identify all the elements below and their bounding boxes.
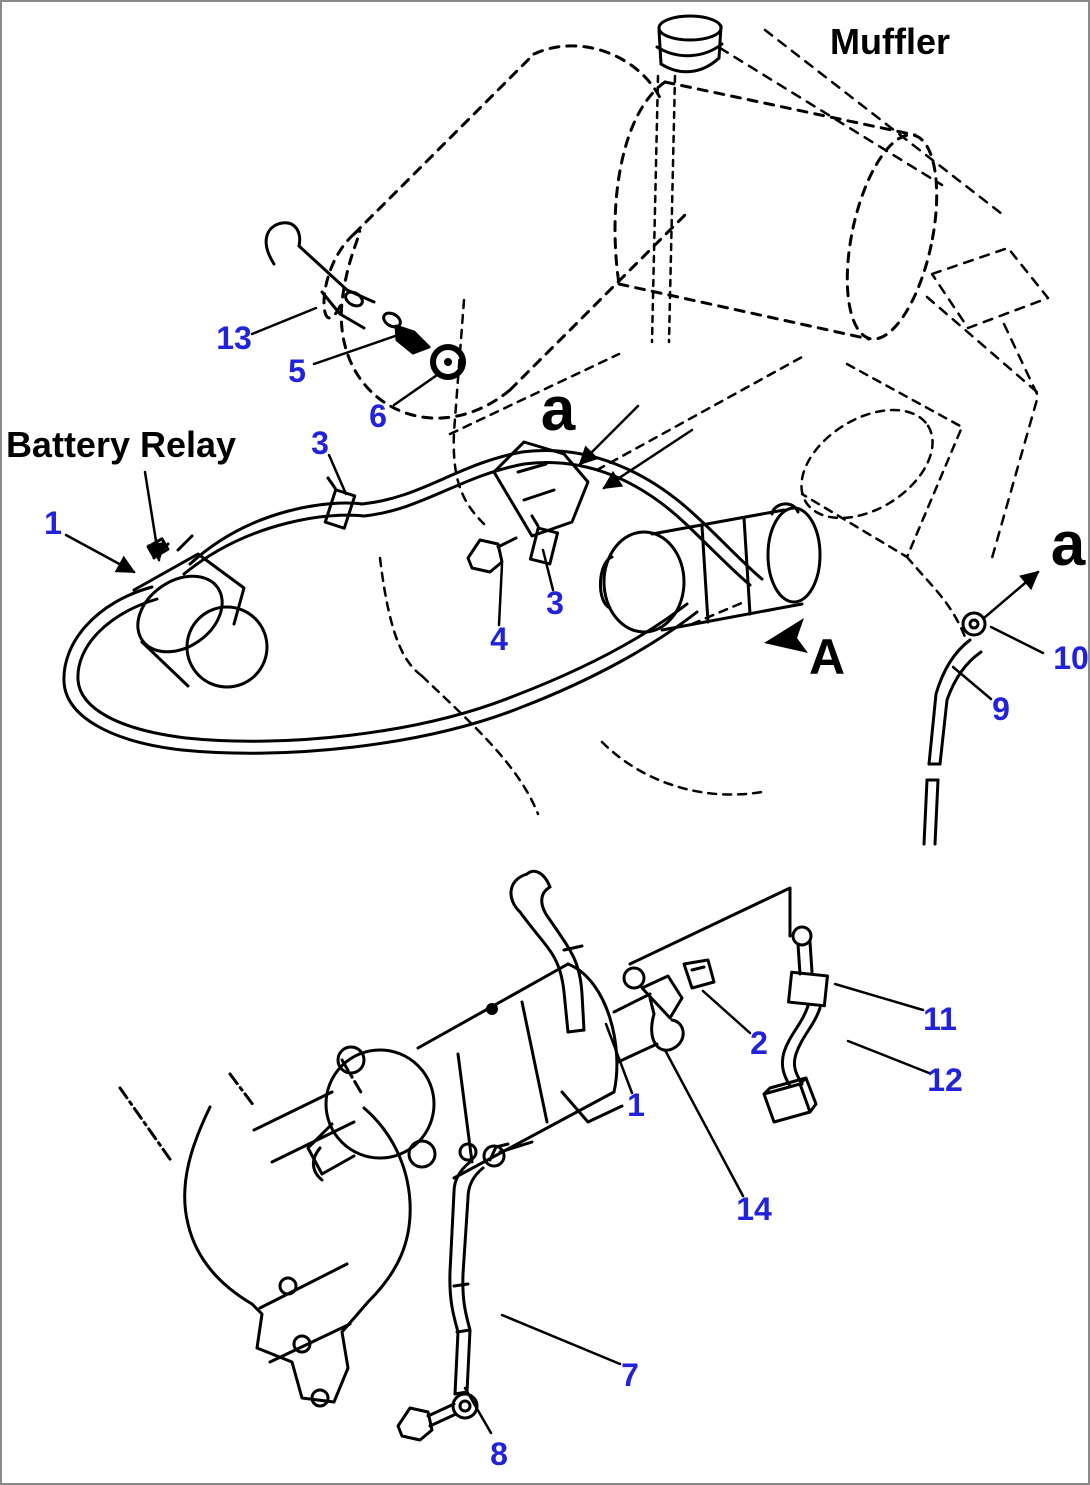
engine-block-outline: [378, 298, 969, 816]
battery-cable: [62, 449, 764, 755]
terminal-group: [622, 966, 684, 1020]
view-letter-a-center: a: [540, 375, 576, 444]
engine-phantom-lines: [718, 28, 1050, 560]
flywheel-housing: [118, 1058, 412, 1408]
view-arrow-a-solid: [764, 618, 808, 653]
bracket-part-13: [264, 221, 402, 330]
callout-1-upper: 1: [44, 505, 62, 541]
muffler-rear-cylinder: [613, 80, 939, 341]
cable-part-1: [509, 869, 586, 1034]
tube-part-7: [448, 1140, 534, 1420]
callout-14: 14: [736, 1191, 772, 1227]
muffler-front-cylinder: [322, 44, 692, 420]
cable-bracket: [492, 440, 590, 538]
callout-13: 13: [216, 320, 252, 356]
callout-3-left: 3: [311, 425, 329, 461]
callout-2: 2: [750, 1025, 768, 1061]
view-a-right-arrow: [982, 570, 1040, 620]
callout-4: 4: [490, 621, 508, 657]
battery-relay-label: Battery Relay: [5, 424, 237, 465]
wire-part-11: [628, 886, 829, 1088]
view-letter-capital-a: A: [808, 629, 846, 685]
leader-lines-upper: [64, 306, 1045, 701]
nut-part-6: [430, 344, 466, 380]
tube-part-9: [922, 638, 983, 846]
callout-8: 8: [490, 1436, 508, 1472]
nut-part-10: [961, 611, 987, 637]
callout-6: 6: [369, 398, 387, 434]
callout-1-lower: 1: [627, 1087, 645, 1123]
leader-lines-lower: [463, 982, 931, 1435]
muffler-label: Muffler: [830, 21, 950, 62]
callout-12: 12: [927, 1062, 963, 1098]
connector-part-12: [762, 1076, 818, 1124]
exhaust-cap: [655, 14, 724, 74]
starter-motor-upper-view: [598, 502, 822, 634]
callout-7: 7: [621, 1357, 639, 1393]
bolt-part-8: [396, 1402, 458, 1442]
view-a-center-arrows: [578, 404, 694, 490]
callout-11: 11: [923, 1001, 957, 1037]
view-letter-a-right: a: [1050, 510, 1086, 579]
callout-5: 5: [288, 353, 306, 389]
bolt-part-4: [466, 536, 518, 574]
clamp-part-14: [648, 996, 685, 1052]
nut-part-2: [682, 958, 716, 990]
bolt-part-5: [394, 324, 431, 355]
starter-motor-drawing: [306, 962, 659, 1182]
callout-9: 9: [992, 691, 1010, 727]
callout-10: 10: [1053, 640, 1089, 676]
exhaust-pipe-hidden-lines: [650, 74, 677, 344]
callout-3-right: 3: [546, 585, 564, 621]
